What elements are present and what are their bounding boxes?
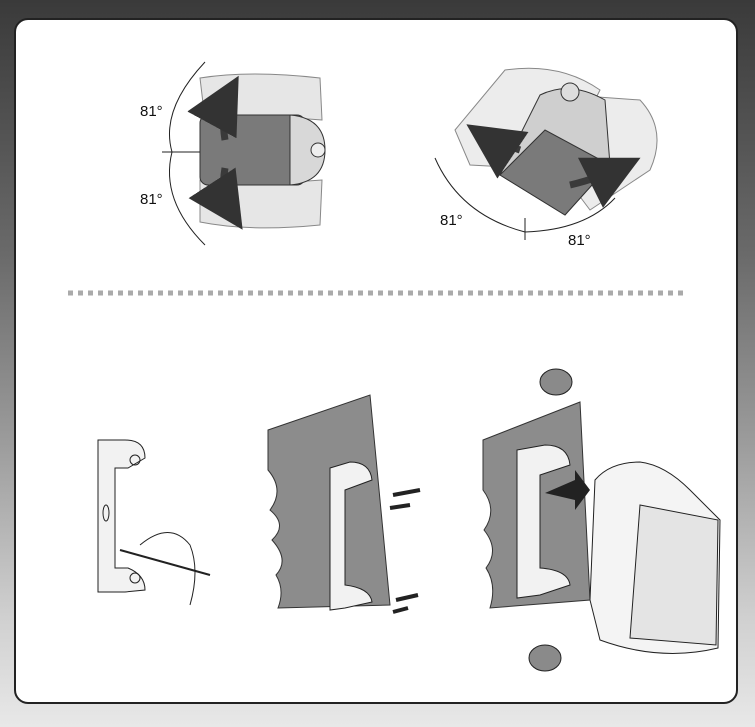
speaker-grille (629, 504, 719, 646)
step-screw-bracket-illustration (267, 394, 421, 614)
angle-label-left: 81° (440, 212, 463, 229)
arrow-insert (545, 470, 590, 510)
speaker-ghost-down (199, 179, 323, 229)
speaker-ghost-up (199, 73, 323, 121)
vertical-rotation-illustration: 81° 81° (140, 61, 326, 246)
screws (389, 488, 421, 614)
arrow-tilt-down (188, 167, 243, 230)
wall-bracket-mounted (516, 444, 571, 599)
step-mark-holes-illustration (97, 439, 211, 606)
wall-bracket (97, 439, 146, 593)
angle-label-up: 81° (140, 103, 163, 120)
mounting-knob-bottom (528, 644, 562, 672)
hand-outline (139, 532, 196, 606)
step-attach-speaker-illustration (482, 368, 721, 672)
wall-bracket-mounted (329, 461, 373, 611)
wall-section (267, 394, 391, 609)
arrow-tilt-up (187, 75, 239, 141)
mounting-knob-top (539, 368, 573, 396)
arrow-swivel-left (466, 124, 529, 179)
horizontal-rotation-illustration: 81° 81° (434, 67, 658, 249)
arrow-swivel-right (569, 157, 641, 208)
angle-label-down: 81° (140, 191, 163, 208)
angle-label-right: 81° (568, 232, 591, 249)
speaker-body (199, 114, 306, 186)
